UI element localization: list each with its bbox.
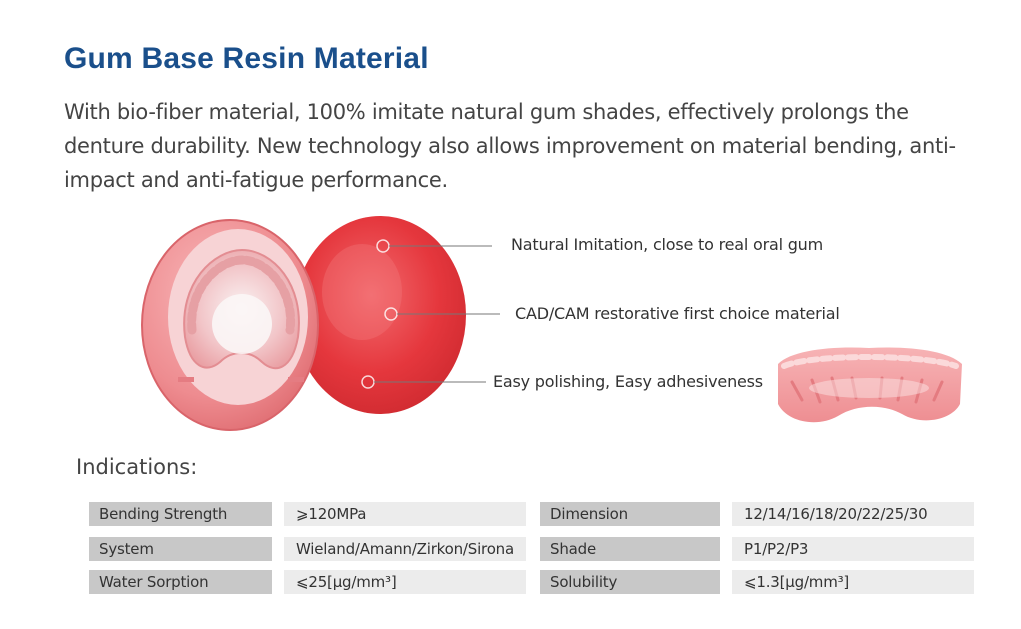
spec-label-shade: Shade (540, 537, 720, 561)
spec-value-bending-strength: ⩾120MPa (284, 502, 526, 526)
spec-value-water-sorption: ⩽25[μg/mm³] (284, 570, 526, 594)
feature-natural-imitation: Natural Imitation, close to real oral gu… (511, 235, 823, 254)
spec-label-dimension: Dimension (540, 502, 720, 526)
page-title: Gum Base Resin Material (64, 42, 429, 75)
solid-resin-disc (294, 216, 466, 414)
spec-label-water-sorption: Water Sorption (89, 570, 272, 594)
spec-label-system: System (89, 537, 272, 561)
spec-value-solubility: ⩽1.3[μg/mm³] (732, 570, 974, 594)
product-description: With bio-fiber material, 100% imitate na… (64, 100, 956, 192)
spec-value-dimension: 12/14/16/18/20/22/25/30 (732, 502, 974, 526)
resin-disc-illustration (141, 216, 500, 431)
feature-cad-cam: CAD/CAM restorative first choice materia… (515, 304, 840, 323)
indications-heading: Indications: (76, 455, 198, 479)
spec-label-solubility: Solubility (540, 570, 720, 594)
feature-easy-polishing: Easy polishing, Easy adhesiveness (493, 372, 763, 391)
spec-value-system: Wieland/Amann/Zirkon/Sirona (284, 537, 526, 561)
denture-illustration (778, 347, 962, 423)
spec-value-shade: P1/P2/P3 (732, 537, 974, 561)
spec-label-bending-strength: Bending Strength (89, 502, 272, 526)
